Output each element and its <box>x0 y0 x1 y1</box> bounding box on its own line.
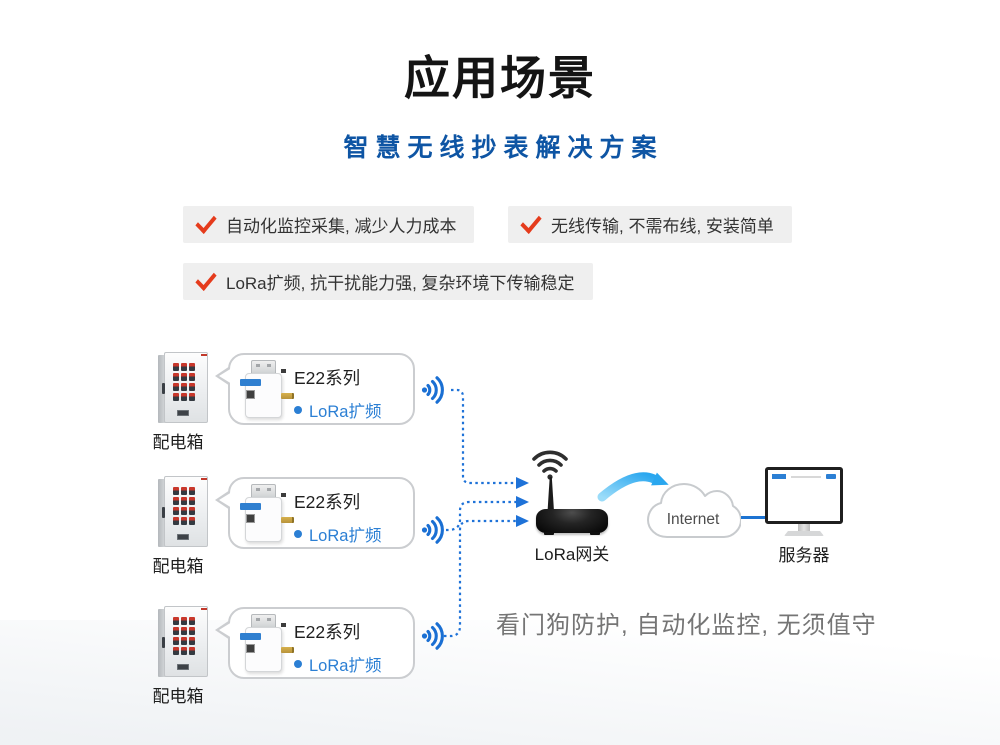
meter-node-row: 配电箱 E22系列 LoRa扩频 <box>0 352 470 454</box>
cloud-label: Internet <box>667 511 720 528</box>
qr-code <box>246 644 255 653</box>
flow-arrow-icon <box>597 472 669 502</box>
distribution-box-image <box>158 476 210 549</box>
e22-usb-module-image <box>238 484 294 546</box>
wifi-arcs-icon <box>532 450 568 480</box>
cloud-server-link <box>733 516 769 519</box>
antenna-connector <box>281 393 294 399</box>
feature-text: LoRa扩频, 抗干扰能力强, 复杂环境下传输稳定 <box>226 274 575 293</box>
feature-badge: 自动化监控采集, 减少人力成本 <box>183 206 475 243</box>
meter-node-row: 配电箱 E22系列 LoRa扩频 <box>0 606 470 708</box>
page-title: 应用场景 <box>404 52 596 104</box>
bullet-icon <box>294 406 302 414</box>
bullet-icon <box>294 530 302 538</box>
wifi-signal-icon <box>421 622 444 650</box>
distribution-box-image <box>158 352 210 425</box>
distribution-box-image <box>158 606 210 679</box>
distribution-box-label: 配电箱 <box>152 687 204 706</box>
device-feature-label: LoRa扩频 <box>309 657 382 675</box>
check-icon <box>195 266 217 291</box>
distribution-box-label: 配电箱 <box>152 433 204 452</box>
distribution-box-label: 配电箱 <box>152 557 204 576</box>
screen-logo <box>772 474 786 479</box>
antenna-connector <box>281 647 294 653</box>
e22-usb-module-image <box>238 614 294 676</box>
device-callout-bubble: E22系列 LoRa扩频 <box>215 353 415 425</box>
gateway-antenna <box>547 477 555 512</box>
feature-badge: 无线传输, 不需布线, 安装简单 <box>508 206 792 243</box>
gateway-label: LoRa网关 <box>534 545 610 564</box>
breaker-switches <box>173 617 197 659</box>
monitor-screen <box>765 467 843 524</box>
qr-code <box>246 514 255 523</box>
feature-badge: LoRa扩频, 抗干扰能力强, 复杂环境下传输稳定 <box>183 263 593 300</box>
feature-text: 无线传输, 不需布线, 安装简单 <box>551 217 774 236</box>
wifi-signal-icon <box>421 376 444 404</box>
device-feature-label: LoRa扩频 <box>309 403 382 421</box>
internet-cloud-icon: Internet <box>647 483 741 538</box>
breaker-switches <box>173 487 197 529</box>
device-name: E22系列 <box>294 492 361 512</box>
server-label: 服务器 <box>778 546 830 565</box>
page-subtitle: 智慧无线抄表解决方案 <box>343 134 664 162</box>
device-callout-bubble: E22系列 LoRa扩频 <box>215 607 415 679</box>
device-callout-bubble: E22系列 LoRa扩频 <box>215 477 415 549</box>
check-icon <box>195 209 217 234</box>
wifi-signal-icon <box>421 516 444 544</box>
screen-button <box>826 474 836 479</box>
e22-usb-module-image <box>238 360 294 422</box>
breaker-switches <box>173 363 197 405</box>
antenna-connector <box>281 517 294 523</box>
device-feature-label: LoRa扩频 <box>309 527 382 545</box>
device-name: E22系列 <box>294 622 361 642</box>
slogan-text: 看门狗防护, 自动化监控, 无须值守 <box>496 612 877 639</box>
device-name: E22系列 <box>294 368 361 388</box>
feature-text: 自动化监控采集, 减少人力成本 <box>226 217 457 236</box>
meter-node-row: 配电箱 E22系列 LoRa扩频 <box>0 476 470 578</box>
qr-code <box>246 390 255 399</box>
device-feature: LoRa扩频 <box>294 652 381 676</box>
server-monitor-image <box>765 467 843 536</box>
bullet-icon <box>294 660 302 668</box>
device-feature: LoRa扩频 <box>294 522 381 546</box>
device-feature: LoRa扩频 <box>294 398 381 422</box>
lora-gateway-router-image <box>536 509 608 535</box>
check-icon <box>520 209 542 234</box>
